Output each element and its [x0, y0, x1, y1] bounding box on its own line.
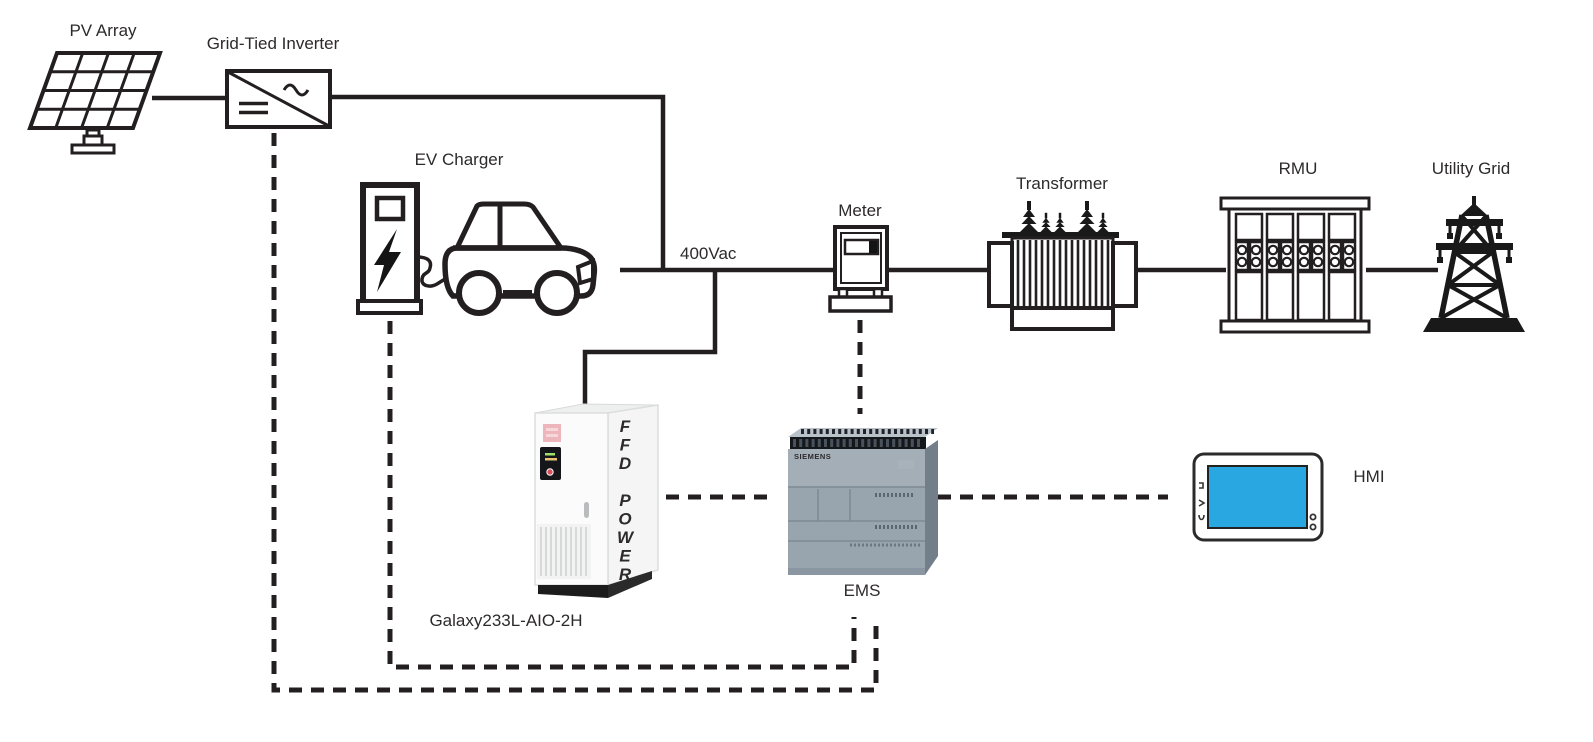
inverter-label: Grid-Tied Inverter	[207, 34, 340, 53]
bus-voltage-label: 400Vac	[680, 244, 737, 263]
battery-model-label: Galaxy233L-AIO-2H	[429, 611, 582, 630]
comm-lines	[271, 133, 1168, 693]
hmi-screen	[1207, 465, 1308, 529]
ev-charger-label: EV Charger	[415, 150, 504, 169]
lightning-bolt-icon	[374, 229, 401, 292]
ems-label: EMS	[844, 581, 881, 600]
transformer-icon	[987, 201, 1138, 331]
pv-array-label: PV Array	[69, 21, 137, 40]
meter-label: Meter	[838, 201, 882, 220]
labels: PV Array Grid-Tied Inverter EV Charger 4…	[69, 21, 1510, 630]
comm-line-charger-to-ems	[387, 321, 857, 670]
comm-line-inverter-to-ems	[271, 133, 879, 693]
pv-array-icon	[27, 51, 163, 155]
battery-button	[546, 468, 554, 476]
utility-grid-tower-icon	[1423, 196, 1525, 332]
power-lines	[152, 94, 1438, 404]
ev-charger-icon	[356, 182, 446, 315]
battery-badge	[543, 424, 561, 442]
rmu-icon	[1219, 196, 1371, 334]
power-line-bus-to-battery	[582, 270, 718, 404]
door-handle	[584, 502, 589, 518]
ac-sine-icon	[282, 83, 310, 97]
inverter-icon	[225, 69, 332, 129]
power-line-inverter-to-bus	[331, 94, 666, 268]
rmu-label: RMU	[1279, 159, 1318, 178]
utility-grid-label: Utility Grid	[1432, 159, 1510, 178]
hmi-side-buttons	[1198, 482, 1206, 521]
charging-cable	[416, 255, 446, 288]
ems-plc-icon: SIEMENS	[788, 428, 938, 575]
dc-symbol-icon	[239, 101, 268, 115]
meter-icon	[828, 225, 893, 313]
transformer-label: Transformer	[1016, 174, 1108, 193]
hmi-icon	[1192, 452, 1324, 542]
cooling-fins	[1016, 240, 1110, 306]
wheel-rear	[456, 270, 502, 316]
headlight-icon	[575, 258, 595, 286]
wheel-front	[534, 270, 580, 316]
hmi-label: HMI	[1353, 467, 1384, 486]
car-icon	[442, 201, 598, 316]
siemens-logo-text: SIEMENS	[794, 452, 831, 461]
